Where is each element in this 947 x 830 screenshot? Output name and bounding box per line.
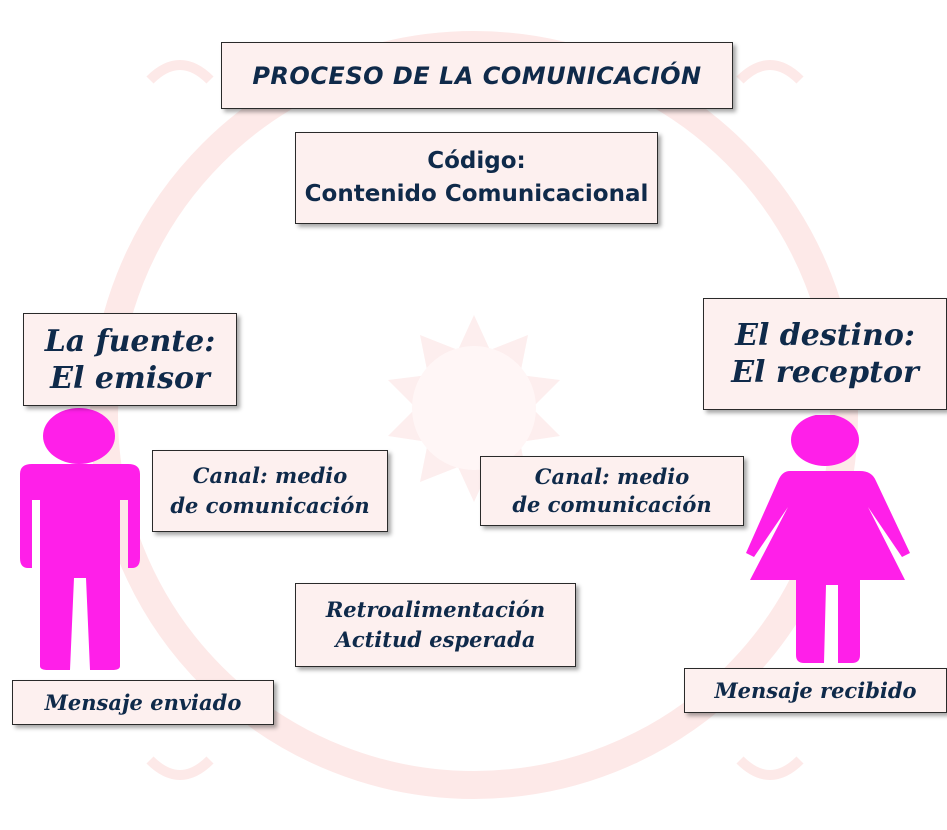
destination-label: El destino: — [735, 318, 915, 353]
message-sent-box: Mensaje enviado — [12, 680, 274, 725]
channel-right-line1: Canal: medio — [534, 464, 690, 489]
diagram-title: PROCESO DE LA COMUNICACIÓN — [221, 42, 733, 109]
source-description: El emisor — [50, 360, 210, 396]
channel-box-right: Canal: medio de comunicación — [480, 456, 744, 526]
message-received-text: Mensaje recibido — [714, 678, 917, 703]
channel-box-left: Canal: medio de comunicación — [152, 450, 388, 532]
code-box: Código: Contenido Comunicacional — [295, 132, 658, 224]
code-label: Código: — [427, 148, 526, 174]
channel-left-line1: Canal: medio — [192, 463, 348, 488]
source-box: La fuente: El emisor — [23, 313, 237, 406]
feedback-line2: Actitud esperada — [335, 627, 536, 652]
code-description: Contenido Comunicacional — [304, 181, 649, 207]
diagram-title-text: PROCESO DE LA COMUNICACIÓN — [252, 61, 702, 90]
feedback-line1: Retroalimentación — [325, 597, 546, 622]
male-person-icon — [20, 408, 140, 670]
message-received-box: Mensaje recibido — [684, 668, 947, 713]
channel-left-line2: de comunicación — [170, 493, 370, 518]
feedback-box: Retroalimentación Actitud esperada — [295, 583, 576, 667]
female-person-icon — [746, 415, 910, 663]
message-sent-text: Mensaje enviado — [44, 690, 242, 715]
destination-box: El destino: El receptor — [703, 298, 947, 410]
source-label: La fuente: — [44, 323, 216, 359]
destination-description: El receptor — [731, 355, 919, 390]
channel-right-line2: de comunicación — [512, 492, 712, 517]
